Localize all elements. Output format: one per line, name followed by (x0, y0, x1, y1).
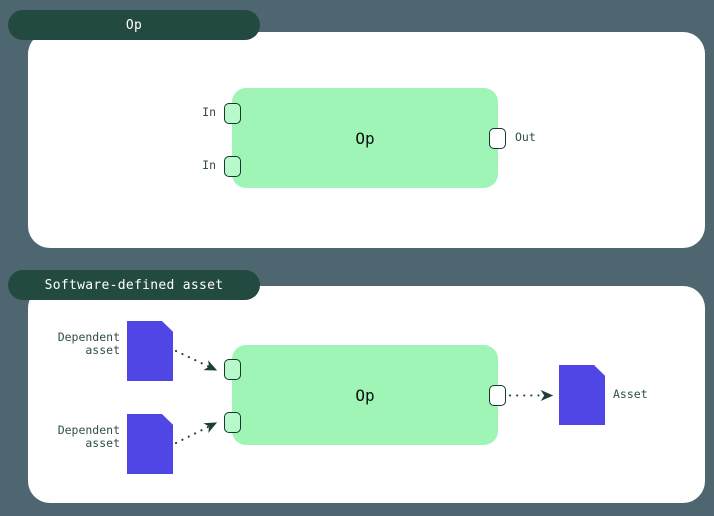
panel-tab-op-label: Op (125, 17, 143, 33)
asset-label: Asset (613, 387, 648, 401)
in-port-top-2-label: In (202, 158, 216, 172)
in-port-top-1[interactable] (224, 103, 241, 124)
op-node-top[interactable]: Op (232, 88, 498, 188)
asset-document-icon[interactable] (559, 365, 605, 425)
in-port-bottom-2[interactable] (224, 412, 241, 433)
dependent-asset-2-document-icon[interactable] (127, 414, 173, 474)
panel-tab-software-defined-asset[interactable]: Software-defined asset (8, 270, 260, 300)
panel-tab-software-defined-asset-label: Software-defined asset (44, 277, 224, 293)
out-port-top-1[interactable] (489, 128, 506, 149)
op-node-bottom-label: Op (355, 385, 375, 405)
op-node-bottom[interactable]: Op (232, 345, 498, 445)
out-port-top-1-label: Out (515, 130, 536, 144)
in-port-top-2[interactable] (224, 156, 241, 177)
op-node-top-label: Op (355, 128, 375, 148)
out-port-bottom-1[interactable] (489, 385, 506, 406)
dependent-asset-2-label: Dependent asset (57, 423, 120, 450)
in-port-bottom-1[interactable] (224, 359, 241, 380)
panel-tab-op[interactable]: Op (8, 10, 260, 40)
dependent-asset-1-document-icon[interactable] (127, 321, 173, 381)
in-port-top-1-label: In (202, 105, 216, 119)
dependent-asset-1-label: Dependent asset (57, 330, 120, 357)
